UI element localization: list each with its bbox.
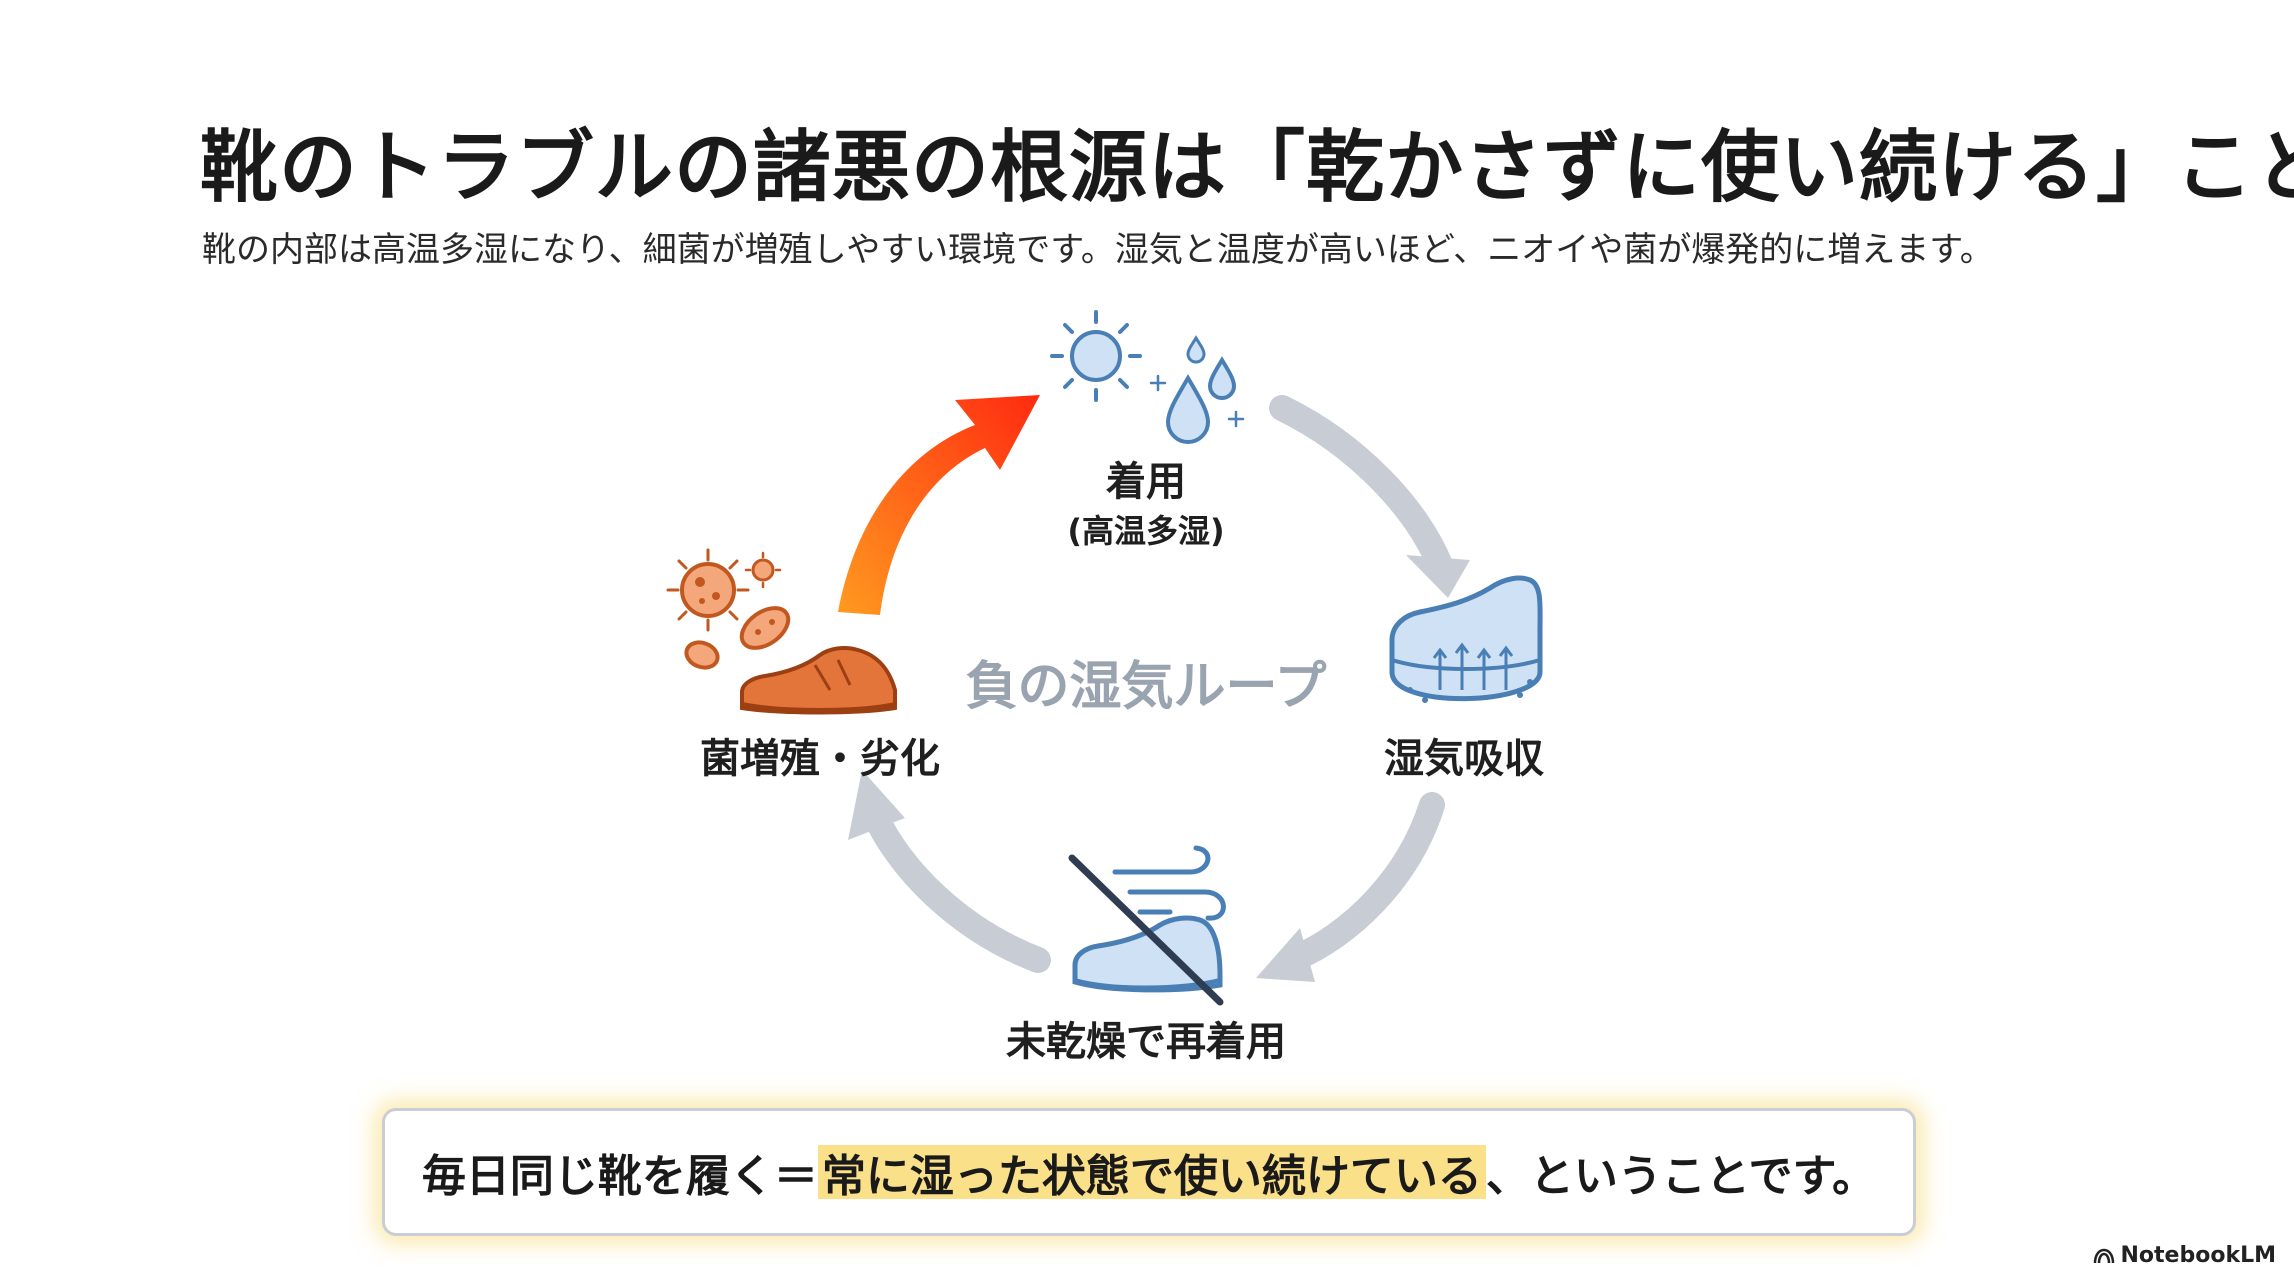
callout-highlight: 常に湿った状態で使い続けている (817, 1140, 1486, 1204)
brand-label: NotebookLM (2120, 1243, 2276, 1268)
cycle-arrow-bottom-left (848, 770, 1051, 973)
callout-prefix: 毎日同じ靴を履く＝ (421, 1151, 818, 1202)
node-label-rewear: 未乾燥で再着用 (1006, 1019, 1286, 1065)
danger-arrow (838, 395, 1040, 615)
callout-suffix: 、ということです。 (1485, 1151, 1877, 1202)
no-drying-shoe-icon (1068, 845, 1226, 1006)
sun-and-water-drops-icon (1050, 310, 1245, 444)
page-title: 靴のトラブルの諸悪の根源は「乾かさずに使い続ける」こと (200, 123, 2294, 213)
cycle-arrow-bottom-right (1256, 792, 1445, 982)
node-label-wearing: 着用 (1106, 459, 1186, 505)
shoe-absorbing-moisture-icon (1389, 575, 1543, 703)
summary-callout: 毎日同じ靴を履く＝常に湿った状態で使い続けている、ということです。 (382, 1108, 1916, 1236)
node-sublabel-wearing: (高温多湿) (1067, 512, 1224, 550)
notebooklm-logo-icon (2093, 1248, 2114, 1263)
page-subtitle: 靴の内部は高温多湿になり、細菌が増殖しやすい環境です。湿気と温度が高いほど、ニオ… (202, 230, 1994, 270)
bacteria-and-worn-shoe-icon (666, 548, 897, 715)
node-label-absorb: 湿気吸収 (1384, 736, 1544, 782)
notebooklm-brand: NotebookLM (2093, 1243, 2276, 1268)
node-label-bacteria: 菌増殖・劣化 (700, 736, 940, 782)
cycle-arrow-top-right (1269, 395, 1470, 598)
loop-center-label: 負の湿気ループ (966, 657, 1327, 717)
